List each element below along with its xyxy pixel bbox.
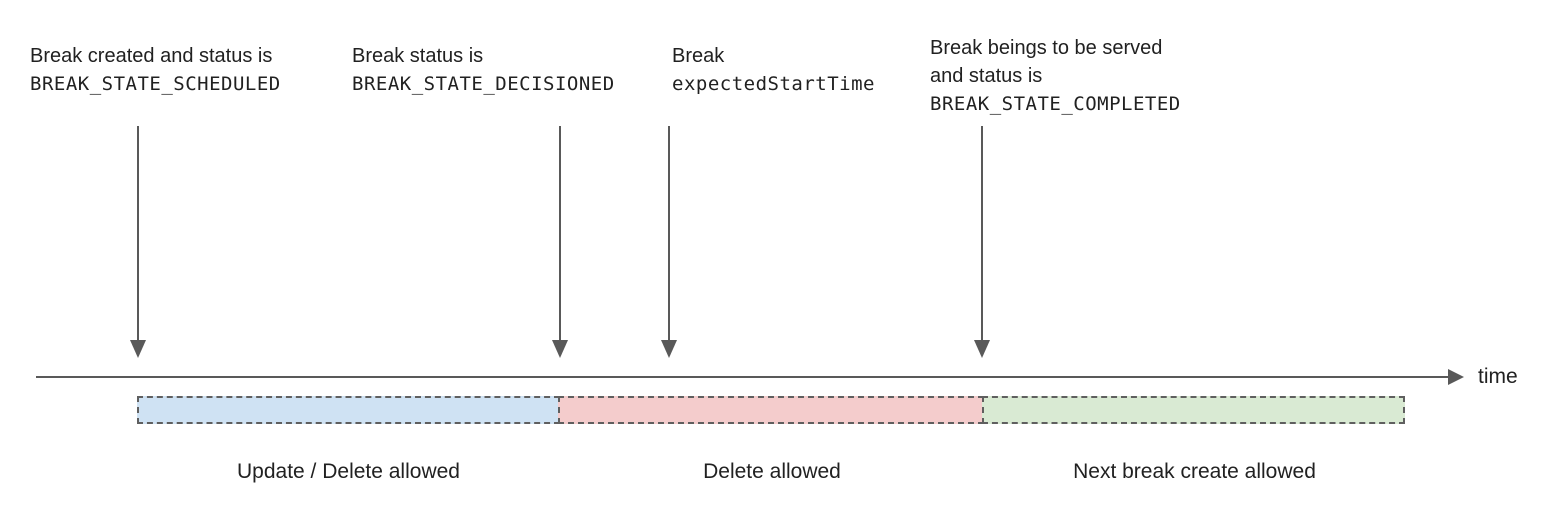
arrow-line <box>668 126 670 340</box>
timeline-axis <box>36 376 1450 378</box>
annotation-text: Break <box>672 45 725 67</box>
annotation-text: Break created and status is <box>30 45 273 67</box>
timeline-arrowhead-icon <box>1448 369 1464 385</box>
arrow-line <box>137 126 139 340</box>
annotation-break-decisioned: Break status is BREAK_STATE_DECISIONED <box>352 42 615 98</box>
annotation-field-code: expectedStartTime <box>672 73 875 95</box>
arrow-line <box>559 126 561 340</box>
down-arrow-expected-start-time <box>661 126 677 358</box>
annotation-text: and status is <box>930 65 1043 87</box>
time-axis-label: time <box>1478 365 1518 388</box>
segment-label-update-delete: Update / Delete allowed <box>237 460 460 483</box>
segment-label-delete: Delete allowed <box>703 460 841 483</box>
segment-next-break-create-allowed <box>982 396 1405 424</box>
annotation-text: Break status is <box>352 45 484 67</box>
arrow-head-icon <box>661 340 677 358</box>
down-arrow-break-completed <box>974 126 990 358</box>
segment-delete-allowed <box>558 396 984 424</box>
annotation-state-code: BREAK_STATE_SCHEDULED <box>30 73 281 95</box>
annotation-state-code: BREAK_STATE_COMPLETED <box>930 93 1181 115</box>
annotation-break-scheduled: Break created and status is BREAK_STATE_… <box>30 42 281 98</box>
down-arrow-break-decisioned <box>552 126 568 358</box>
annotation-state-code: BREAK_STATE_DECISIONED <box>352 73 615 95</box>
segment-update-delete-allowed <box>137 396 560 424</box>
annotation-break-completed: Break beings to be served and status is … <box>930 34 1181 118</box>
down-arrow-break-scheduled <box>130 126 146 358</box>
state-period-bar <box>137 396 1405 424</box>
annotation-text: Break beings to be served <box>930 37 1163 59</box>
arrow-head-icon <box>130 340 146 358</box>
segment-label-next-break: Next break create allowed <box>1073 460 1316 483</box>
arrow-head-icon <box>974 340 990 358</box>
annotation-expected-start-time: Break expectedStartTime <box>672 42 875 98</box>
arrow-head-icon <box>552 340 568 358</box>
arrow-line <box>981 126 983 340</box>
